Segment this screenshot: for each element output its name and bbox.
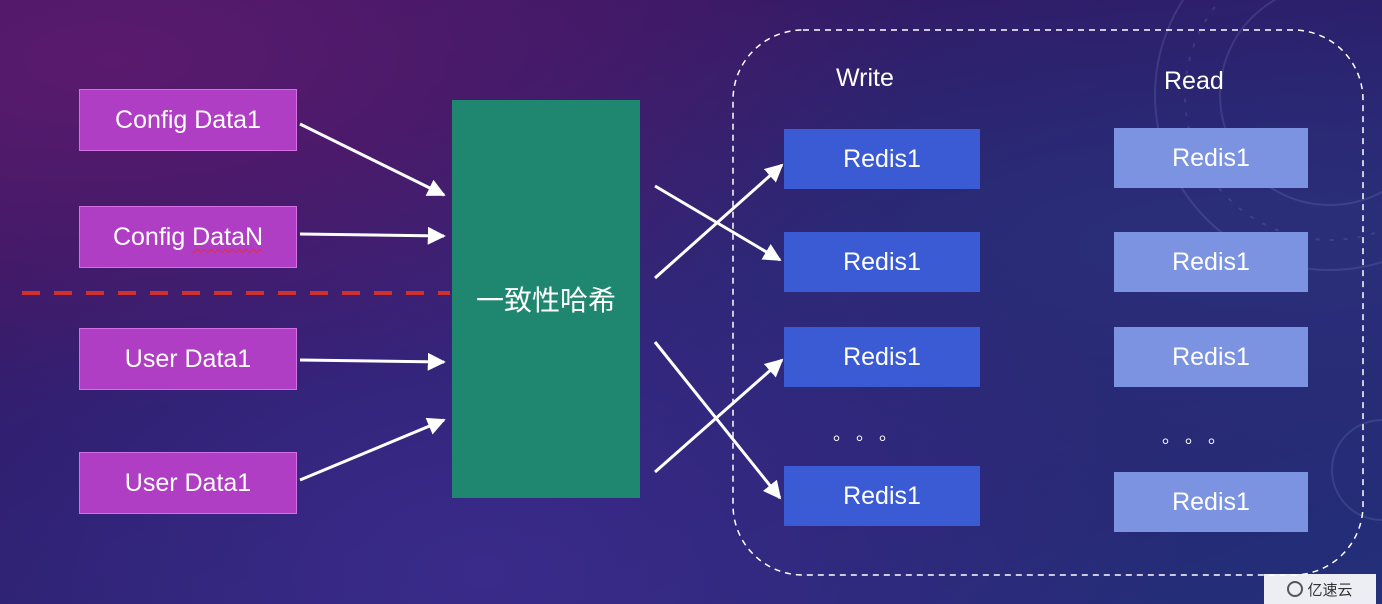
config-datan-prefix: Config xyxy=(112,222,193,251)
config-datan-box: Config DataN xyxy=(79,206,297,268)
read-redis-node: Redis1 xyxy=(1114,327,1308,387)
read-redis-node: Redis1 xyxy=(1114,232,1308,292)
read-redis-label: Redis1 xyxy=(1172,487,1250,516)
arrow-hash-to-write4 xyxy=(653,341,782,500)
write-ellipsis: 。。。 xyxy=(833,424,911,444)
config-data1-box: Config Data1 xyxy=(79,89,297,151)
write-redis-label: Redis1 xyxy=(843,144,921,173)
read-redis-label: Redis1 xyxy=(1172,342,1250,371)
config-datan-label: Config DataN xyxy=(113,223,263,252)
write-redis-label: Redis1 xyxy=(843,342,921,371)
arrow-hash-to-write3 xyxy=(654,358,784,474)
arrow-config1-to-hash xyxy=(299,122,446,197)
arrow-hash-to-write2 xyxy=(654,184,782,262)
write-redis-label: Redis1 xyxy=(843,481,921,510)
user-data1-box-b: User Data1 xyxy=(79,452,297,514)
watermark-logo-icon xyxy=(1287,581,1304,597)
write-redis-node: Redis1 xyxy=(784,327,980,387)
write-redis-node: Redis1 xyxy=(784,232,980,292)
watermark: 亿速云 xyxy=(1264,574,1376,604)
arrow-hash-to-write1 xyxy=(654,163,784,280)
user-data1-label-b: User Data1 xyxy=(124,468,252,497)
user-data1-label-a: User Data1 xyxy=(124,344,252,373)
config-datan-word: DataN xyxy=(192,222,264,251)
read-redis-label: Redis1 xyxy=(1172,143,1250,172)
config-data1-label: Config Data1 xyxy=(115,105,261,134)
write-redis-label: Redis1 xyxy=(843,247,921,276)
consistent-hash-label: 一致性哈希 xyxy=(475,284,616,317)
arrow-user1b-to-hash xyxy=(299,417,446,482)
read-ellipsis: 。。。 xyxy=(1162,427,1240,447)
read-header: Read xyxy=(1164,67,1224,95)
arrow-user1a-to-hash xyxy=(299,352,446,371)
arrow-confign-to-hash xyxy=(299,226,446,245)
write-redis-node: Redis1 xyxy=(784,466,980,526)
read-redis-node: Redis1 xyxy=(1114,128,1308,188)
consistent-hash-box: 一致性哈希 xyxy=(452,100,640,498)
redis-cluster-boundary xyxy=(732,29,1364,576)
watermark-text: 亿速云 xyxy=(1307,581,1353,599)
read-redis-node: Redis1 xyxy=(1114,472,1308,532)
user-data1-box-a: User Data1 xyxy=(79,328,297,390)
read-redis-label: Redis1 xyxy=(1172,247,1250,276)
write-redis-node: Redis1 xyxy=(784,129,980,189)
write-header: Write xyxy=(836,64,894,92)
